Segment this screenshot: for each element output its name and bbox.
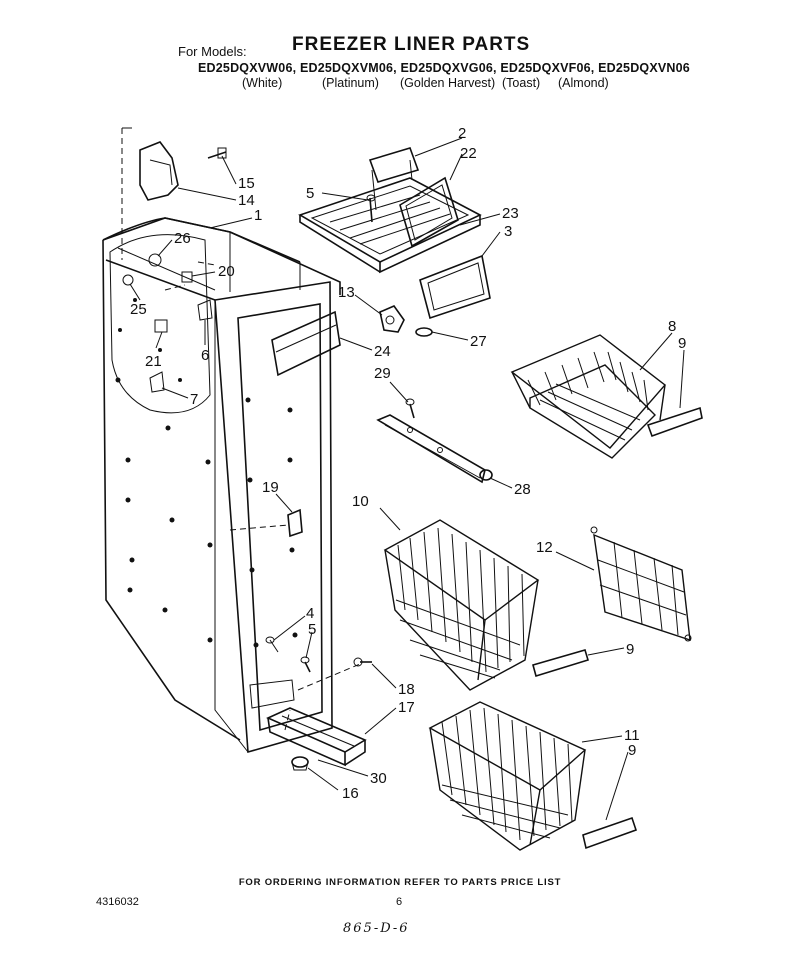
callout-7: 7 — [190, 391, 198, 408]
color-almond: (Almond) — [558, 76, 609, 90]
callout-19: 19 — [262, 479, 279, 496]
shelf-assembly — [298, 147, 491, 320]
divider-panel — [590, 526, 692, 642]
for-models-label: For Models: — [178, 44, 247, 59]
callout-28: 28 — [514, 481, 531, 498]
basket-upper — [510, 334, 667, 459]
callout-9-upper: 9 — [678, 335, 686, 352]
basket-rail — [376, 398, 493, 484]
callout-22: 22 — [460, 145, 477, 162]
callout-13: 13 — [338, 284, 355, 301]
assembly-lines — [164, 261, 361, 731]
model-numbers: ED25DQXVW06, ED25DQXVM06, ED25DQXVG06, E… — [198, 61, 690, 75]
callout-17: 17 — [398, 699, 415, 716]
callout-18: 18 — [398, 681, 415, 698]
callout-6-left: 6 — [201, 347, 209, 364]
callout-15: 15 — [238, 175, 255, 192]
hinge-bracket — [139, 141, 227, 201]
callout-24: 24 — [374, 343, 391, 360]
callout-11: 11 — [624, 727, 640, 744]
callout-14: 14 — [238, 192, 255, 209]
small-hardware — [265, 508, 372, 673]
duct-cover — [271, 310, 341, 377]
leader-lines — [129, 137, 685, 821]
callout-5-bottom: 5 — [308, 621, 316, 638]
light-fixture — [379, 305, 433, 337]
callout-5-top: 5 — [306, 185, 314, 202]
page-title: FREEZER LINER PARTS — [292, 34, 531, 55]
callout-9-middle: 9 — [626, 641, 634, 658]
callout-10: 10 — [352, 493, 369, 510]
callout-26: 26 — [174, 230, 191, 247]
control-components — [118, 253, 213, 393]
color-golden-harvest: (Golden Harvest) — [400, 76, 496, 90]
liner-holes — [115, 377, 298, 648]
callout-1: 1 — [254, 207, 262, 224]
document-number: 4316032 — [96, 896, 139, 908]
callout-27: 27 — [470, 333, 487, 350]
callout-16: 16 — [342, 785, 359, 802]
callout-12: 12 — [536, 539, 553, 556]
callout-9-lower: 9 — [628, 742, 636, 759]
color-white: (White) — [242, 76, 283, 90]
trim-strips — [532, 406, 703, 850]
callout-20: 20 — [218, 263, 235, 280]
callout-8: 8 — [668, 318, 676, 335]
handwritten-note: 865-D-6 — [343, 921, 410, 936]
callout-30: 30 — [370, 770, 387, 787]
freezer-liner — [102, 127, 341, 754]
callout-23: 23 — [502, 205, 519, 222]
callout-3: 3 — [504, 223, 512, 240]
callout-25: 25 — [130, 301, 147, 318]
callout-21: 21 — [145, 353, 162, 370]
callout-numbers: 2 22 5 23 3 15 14 1 26 20 25 21 6 7 13 2… — [130, 125, 686, 802]
color-platinum: (Platinum) — [322, 76, 379, 90]
color-toast: (Toast) — [502, 76, 541, 90]
ordering-note: FOR ORDERING INFORMATION REFER TO PARTS … — [238, 877, 562, 888]
callout-4: 4 — [306, 605, 314, 622]
basket-lower — [428, 701, 587, 851]
callout-29: 29 — [374, 365, 391, 382]
basket-middle — [383, 519, 540, 691]
bottom-cover — [266, 707, 367, 771]
page-number: 6 — [396, 896, 403, 908]
callout-2: 2 — [458, 125, 466, 142]
